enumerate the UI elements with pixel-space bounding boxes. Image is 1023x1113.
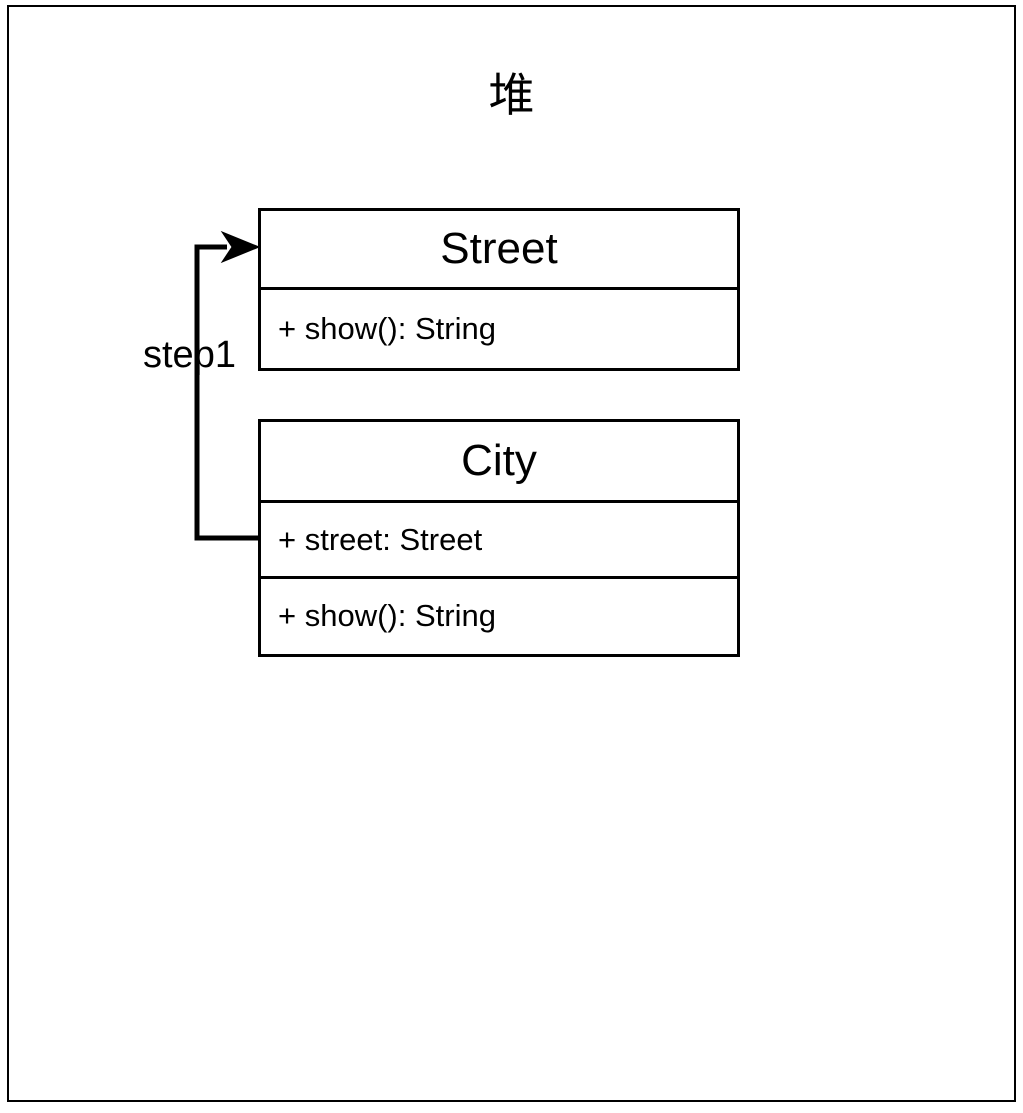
uml-class-city-name: City: [461, 436, 537, 485]
association-label-step1: step1: [143, 334, 236, 376]
uml-class-city[interactable]: City + street: Street + show(): String: [258, 419, 740, 657]
uml-class-street-name: Street: [440, 224, 558, 273]
uml-class-street-operation-show: + show(): String: [261, 287, 737, 368]
uml-class-city-attribute-street: + street: Street: [261, 500, 737, 576]
uml-class-street[interactable]: Street + show(): String: [258, 208, 740, 371]
page-title: 堆: [488, 68, 535, 122]
uml-class-city-operation-show: + show(): String: [261, 576, 737, 652]
